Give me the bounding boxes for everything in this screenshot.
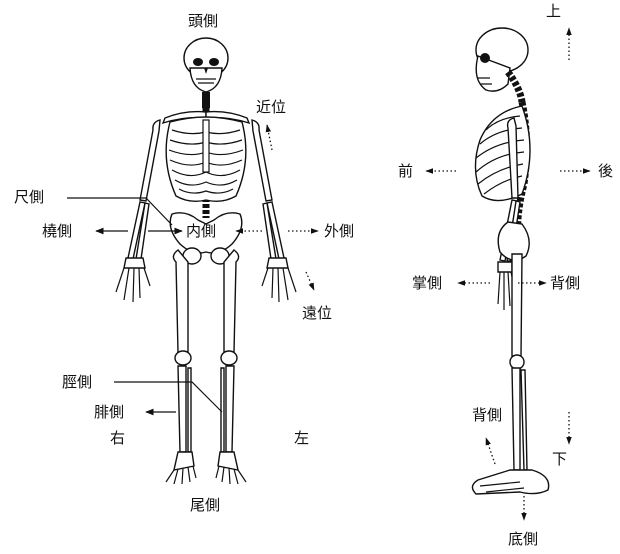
side-ribcage: [474, 105, 531, 202]
front-pelvis: [169, 212, 243, 265]
front-skeleton: [115, 37, 297, 485]
arrow-proximal: [265, 124, 273, 151]
label-superior: 上: [546, 2, 561, 20]
label-proximal: 近位: [256, 98, 286, 116]
side-skeleton: [471, 27, 550, 495]
front-right-hand: [115, 257, 151, 303]
side-hand: [497, 261, 517, 310]
label-ulnar: 尺側: [14, 188, 44, 206]
label-distal: 遠位: [302, 304, 332, 322]
front-ribcage: [165, 116, 247, 203]
label-radial: 橈側: [42, 222, 72, 240]
label-cranial: 頭側: [188, 12, 218, 30]
arrow-distal: [305, 271, 315, 291]
label-dorsal-hand: 背側: [550, 274, 580, 292]
label-anterior: 前: [398, 162, 413, 180]
label-left: 左: [294, 429, 309, 447]
label-caudal: 尾側: [190, 496, 220, 514]
leader-tibial: [114, 381, 223, 413]
label-right: 右: [110, 429, 125, 447]
arrow-dorsal-foot: [485, 437, 496, 465]
front-skull: [183, 37, 229, 93]
leader-ulnar: [67, 197, 173, 226]
label-tibial: 脛側: [62, 373, 92, 391]
label-dorsal-foot: 背側: [472, 406, 502, 424]
side-foot: [471, 469, 550, 495]
label-palmar: 掌側: [412, 274, 442, 292]
front-left-hand: [261, 257, 297, 303]
label-posterior: 後: [598, 162, 613, 180]
front-right-foot: [165, 451, 197, 485]
label-plantar: 底側: [508, 530, 538, 548]
front-left-foot: [215, 451, 247, 485]
label-inferior: 下: [552, 450, 567, 468]
label-medial: 内側: [186, 222, 216, 240]
side-skull: [475, 27, 529, 92]
label-lateral: 外側: [324, 222, 354, 240]
label-fibular: 腓側: [94, 403, 124, 421]
